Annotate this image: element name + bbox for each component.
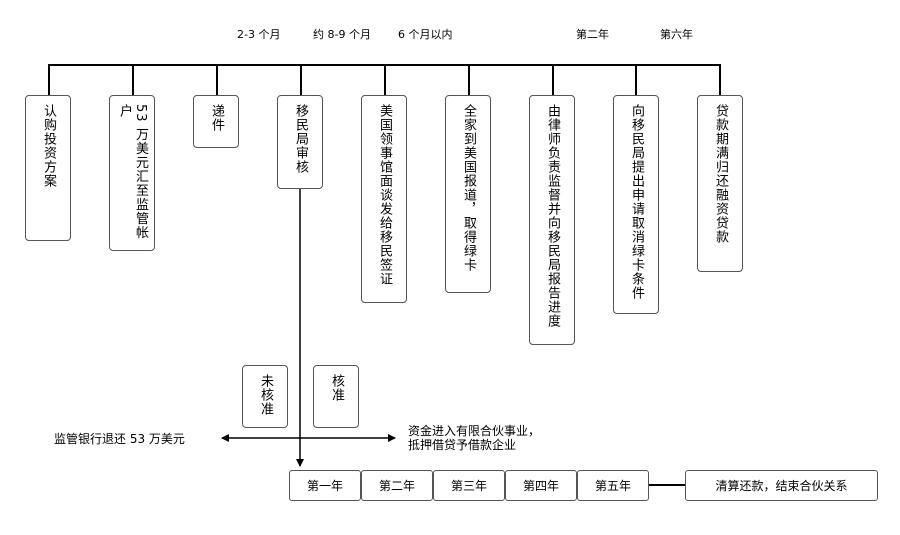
year-1: 第一年 [289, 470, 361, 501]
decision-label: 核准 [329, 374, 344, 402]
timeline-label-4: 第二年 [576, 28, 609, 41]
step-label: 贷款期满归还融资贷款 [713, 104, 728, 244]
timeline-label-2: 约 8-9 个月 [313, 28, 371, 41]
step-uscis-review: 移民局审核 [277, 95, 323, 189]
final-settlement: 清算还款，结束合伙关系 [685, 470, 878, 501]
step-label: 向移民局提出申请取消绿卡条件 [629, 104, 644, 300]
step-label: 53 万美元汇至监管帐户 [117, 104, 148, 240]
step-label: 由律师负责监督并向移民局报告进度 [545, 104, 560, 328]
year-5: 第五年 [577, 470, 649, 501]
step-subscribe: 认购投资方案 [25, 95, 71, 241]
outcome-refund: 监管银行退还 53 万美元 [54, 432, 185, 446]
step-label: 移民局审核 [293, 104, 308, 174]
step-label: 认购投资方案 [41, 104, 56, 188]
step-consulate-interview: 美国领事馆面谈发给移民签证 [361, 95, 407, 303]
year-4: 第四年 [505, 470, 577, 501]
step-file: 递件 [193, 95, 239, 148]
year-3: 第三年 [433, 470, 505, 501]
step-label: 美国领事馆面谈发给移民签证 [377, 104, 392, 286]
timeline-label-3: 6 个月以内 [398, 28, 453, 41]
timeline-label-5: 第六年 [660, 28, 693, 41]
outcome-invest-line2: 抵押借贷予借款企业 [408, 438, 517, 452]
step-repay-loan: 贷款期满归还融资贷款 [697, 95, 743, 272]
year-2: 第二年 [361, 470, 433, 501]
decision-rejected: 未核准 [242, 365, 288, 428]
step-label: 递件 [209, 104, 224, 132]
outcome-invest-line1: 资金进入有限合伙事业， [408, 424, 541, 438]
step-lawyer-monitor: 由律师负责监督并向移民局报告进度 [529, 95, 575, 345]
step-green-card: 全家到美国报道，取得绿卡 [445, 95, 491, 293]
step-remove-conditions: 向移民局提出申请取消绿卡条件 [613, 95, 659, 314]
step-label: 全家到美国报道，取得绿卡 [461, 104, 476, 272]
decision-label: 未核准 [258, 374, 273, 416]
step-wire-funds: 53 万美元汇至监管帐户 [109, 95, 155, 251]
timeline-label-1: 2-3 个月 [237, 28, 281, 41]
decision-approved: 核准 [313, 365, 359, 428]
